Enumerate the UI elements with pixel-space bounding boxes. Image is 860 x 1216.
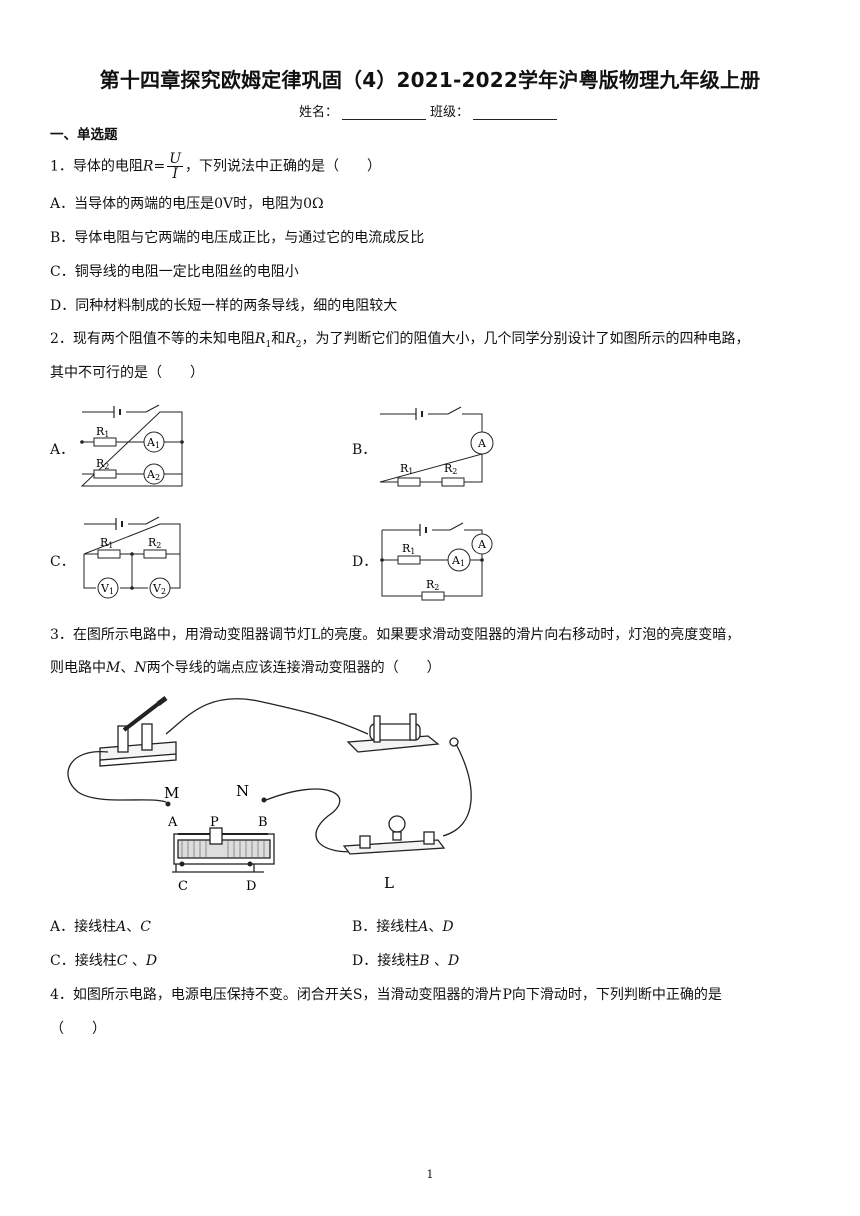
class-blank bbox=[473, 106, 558, 120]
q2-and: 和 bbox=[271, 331, 286, 347]
svg-text:B: B bbox=[258, 815, 268, 830]
svg-text:A: A bbox=[477, 538, 487, 551]
class-label: 班级： bbox=[430, 105, 470, 120]
section-heading: 一、单选题 bbox=[50, 127, 118, 143]
name-class-line: 姓名： 班级： bbox=[0, 101, 860, 120]
q3-c-prefix: C．接线柱 bbox=[50, 953, 117, 969]
svg-text:A: A bbox=[167, 815, 178, 830]
svg-text:C: C bbox=[178, 879, 188, 894]
question-2-line-1: 2．现有两个阻值不等的未知电阻R1和R2，为了判断它们的阻值大小，几个同学分别设… bbox=[50, 329, 749, 355]
q3-text-a: 则电路中 bbox=[50, 660, 106, 676]
q2-option-c-label: C． bbox=[50, 554, 75, 570]
circuit-diagram-a: R1 R2 A1 A2 bbox=[80, 404, 184, 487]
q3-c-x: C bbox=[116, 953, 128, 969]
q1-option-a: A．当导体的两端的电压是0V时，电阻为0Ω bbox=[50, 196, 324, 212]
q2-r1-sub: 1 bbox=[265, 339, 272, 350]
svg-text:A: A bbox=[477, 437, 487, 450]
q2-option-d-label: D． bbox=[352, 554, 378, 570]
q1-option-c: C．铜导线的电阻一定比电阻丝的电阻小 bbox=[50, 264, 299, 280]
q3-var-n: N bbox=[134, 660, 147, 676]
svg-text:L: L bbox=[384, 874, 394, 892]
svg-text:V2: V2 bbox=[152, 582, 166, 596]
q1-denominator: I bbox=[172, 166, 178, 182]
question-3-line-1: 3．在图所示电路中，用滑动变阻器调节灯L的亮度。如果要求滑动变阻器的滑片向右移动… bbox=[50, 627, 741, 643]
q3-b-y: D bbox=[442, 919, 454, 935]
svg-text:N: N bbox=[236, 782, 249, 800]
question-4-line-2: （ ） bbox=[50, 1021, 106, 1037]
q2-text-a: 2．现有两个阻值不等的未知电阻 bbox=[50, 331, 255, 347]
q3-c-sep: 、 bbox=[127, 953, 146, 969]
svg-text:R2: R2 bbox=[444, 462, 457, 476]
q1-equals: = bbox=[153, 158, 166, 175]
q3-circuit-figure: M N A B P C D L bbox=[67, 696, 472, 894]
q3-b-sep: 、 bbox=[428, 919, 443, 935]
svg-text:D: D bbox=[246, 879, 256, 894]
svg-text:R1: R1 bbox=[96, 425, 109, 439]
q2-option-b-label: B． bbox=[352, 442, 377, 458]
name-blank bbox=[342, 106, 426, 120]
q1-option-b: B．导体电阻与它两端的电压成正比，与通过它的电流成反比 bbox=[50, 230, 425, 246]
q3-text-b: 两个导线的端点应该连接滑动变阻器的（ ） bbox=[146, 660, 441, 676]
q3-c-y: D bbox=[145, 953, 158, 969]
page-title: 第十四章探究欧姆定律巩固（4）2021-2022学年沪粤版物理九年级上册 bbox=[99, 68, 761, 92]
q1-suffix: ，下列说法中正确的是（ ） bbox=[185, 158, 382, 175]
q3-a-x: A bbox=[116, 919, 127, 935]
q3-a-y: C bbox=[140, 919, 151, 935]
question-3-line-2: 则电路中M、N两个导线的端点应该连接滑动变阻器的（ ） bbox=[50, 658, 441, 678]
q3-b-x: A bbox=[418, 919, 429, 935]
svg-text:R1: R1 bbox=[402, 542, 415, 556]
q3-var-m: M bbox=[106, 660, 121, 676]
svg-text:R1: R1 bbox=[400, 462, 413, 476]
svg-text:R2: R2 bbox=[426, 578, 439, 592]
q3-d-prefix: D．接线柱 bbox=[352, 953, 420, 969]
name-label: 姓名： bbox=[298, 105, 338, 120]
q3-option-a: A．接线柱A、C bbox=[50, 917, 151, 937]
svg-text:A1: A1 bbox=[451, 554, 465, 568]
q3-sep: 、 bbox=[120, 660, 135, 676]
q3-option-b: B．接线柱A、D bbox=[352, 917, 454, 937]
q1-var-r: R bbox=[142, 158, 154, 175]
q3-option-c: C．接线柱C 、D bbox=[50, 951, 157, 971]
q3-option-d: D．接线柱B 、D bbox=[352, 951, 459, 971]
question-4-line-1: 4．如图所示电路，电源电压保持不变。闭合开关S，当滑动变阻器的滑片P向下滑动时，… bbox=[50, 987, 722, 1003]
q2-option-a-label: A． bbox=[50, 442, 75, 458]
q2-r2-sub: 2 bbox=[295, 339, 302, 350]
circuit-diagram-b: A R1 R2 bbox=[379, 406, 494, 487]
circuit-diagram-d: R1 R2 A1 A bbox=[380, 522, 493, 601]
q3-d-sep: 、 bbox=[429, 953, 448, 969]
q1-option-d: D．同种材料制成的长短一样的两条导线，细的电阻较大 bbox=[50, 298, 398, 314]
svg-text:A2: A2 bbox=[146, 468, 160, 482]
q2-r1-var: R bbox=[254, 331, 266, 347]
svg-text:M: M bbox=[164, 784, 179, 802]
q3-a-prefix: A．接线柱 bbox=[50, 919, 117, 935]
q2-r2-var: R bbox=[285, 331, 296, 347]
question-2-line-2: 其中不可行的是（ ） bbox=[50, 365, 204, 381]
page-number: 1 bbox=[426, 1168, 434, 1181]
svg-text:R2: R2 bbox=[148, 536, 161, 550]
q1-numerator: U bbox=[167, 151, 184, 167]
circuit-diagram-c: R1 R2 V1 V2 bbox=[83, 516, 181, 599]
q1-prefix: 1．导体的电阻 bbox=[50, 158, 143, 175]
svg-text:P: P bbox=[210, 815, 219, 830]
svg-text:R2: R2 bbox=[96, 457, 109, 471]
svg-text:A1: A1 bbox=[146, 436, 160, 450]
svg-text:V1: V1 bbox=[100, 582, 114, 596]
svg-text:R1: R1 bbox=[100, 536, 113, 550]
q3-d-y: D bbox=[447, 953, 460, 969]
q3-d-x: B bbox=[419, 953, 430, 969]
q3-a-sep: 、 bbox=[126, 919, 141, 935]
q3-b-prefix: B．接线柱 bbox=[352, 919, 419, 935]
q2-text-b: ，为了判断它们的阻值大小，几个同学分别设计了如图所示的四种电路， bbox=[301, 331, 750, 347]
